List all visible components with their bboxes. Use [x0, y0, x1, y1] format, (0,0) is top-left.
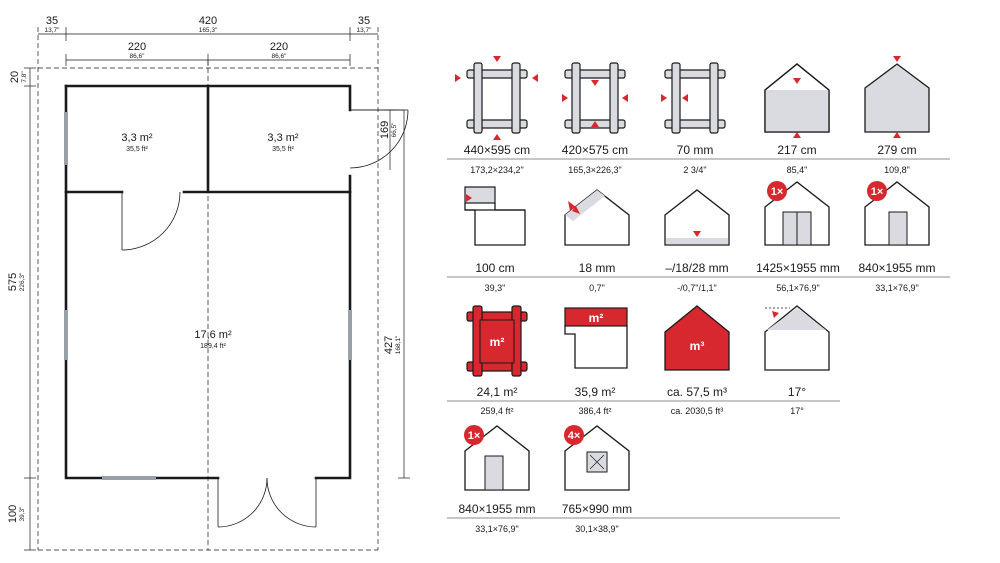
- spec-wall-height: 217 cm: [777, 143, 816, 157]
- roof-pitch-icon: [764, 305, 830, 371]
- spec-roof-area: 35,9 m²: [575, 385, 616, 399]
- spec-window-inch: 30,1×38,9": [575, 524, 618, 534]
- dim-left-middle: 575: [7, 273, 19, 291]
- single-door-icon: 1×: [464, 425, 530, 491]
- spec-outer-dimensions-inch: 173,2×234,2": [470, 165, 524, 175]
- spec-single-door-2-inch: 33,1×76,9": [475, 524, 518, 534]
- spec-ridge-height: 279 cm: [877, 143, 916, 157]
- spec-floor-area-imperial: 259,4 ft²: [480, 406, 513, 416]
- dim-left-bottom-inch: 39,3": [19, 506, 26, 522]
- floor-plan: 35 13,7" 420 165,3" 35 13,7" 220 86,6" 2…: [7, 15, 410, 551]
- inner-footprint-icon: [562, 62, 628, 134]
- dim-right-door-inch: 66,5": [391, 122, 398, 138]
- double-door-badge: 1×: [771, 186, 784, 198]
- dim-top-right: 35: [358, 15, 370, 27]
- spec-double-door-inch: 56,1×76,9": [776, 283, 819, 293]
- spec-roof-overhang-inch: 39,3": [485, 283, 506, 293]
- wall-thickness-icon: [661, 62, 726, 134]
- ridge-height-icon: [864, 56, 930, 138]
- roof-area-label: m²: [589, 311, 604, 325]
- dim-top-left-inch: 13,7": [45, 27, 61, 34]
- dim-room-right: 220: [270, 41, 288, 53]
- spec-roof-thickness-inch: 0,7": [589, 283, 605, 293]
- floor-area-label: m²: [490, 335, 505, 349]
- dim-left-bottom: 100: [7, 505, 19, 523]
- dim-top-left: 35: [46, 15, 58, 27]
- dim-top-right-inch: 13,7": [357, 27, 373, 34]
- dim-right-door: 169: [379, 121, 391, 139]
- spec-wall-thickness: 70 mm: [677, 143, 714, 157]
- window-badge: 4×: [568, 430, 581, 442]
- spec-single-door-inch: 33,1×76,9": [875, 283, 918, 293]
- spec-outer-dimensions: 440×595 cm: [464, 143, 530, 157]
- spec-double-door: 1425×1955 mm: [756, 261, 840, 275]
- spec-inner-dimensions: 420×575 cm: [562, 143, 628, 157]
- dim-room-left-inch: 86,6": [130, 53, 146, 60]
- dim-room-left: 220: [128, 41, 146, 53]
- dim-right-total: 427: [383, 336, 395, 354]
- dim-room-right-inch: 86,6": [272, 53, 288, 60]
- spec-roof-pitch: 17°: [788, 385, 806, 399]
- spec-floor-area: 24,1 m²: [477, 385, 518, 399]
- dim-left-top: 20: [9, 71, 21, 83]
- spec-wall-thickness-inch: 2 3/4": [683, 165, 706, 175]
- floor-thickness-icon: [664, 189, 730, 246]
- spec-inner-dimensions-inch: 165,3×226,3": [568, 165, 622, 175]
- room-1-area-imperial: 35,5 ft²: [126, 146, 148, 153]
- double-door-icon: 1×: [764, 181, 830, 246]
- room-3-area: 17,6 m²: [194, 329, 232, 341]
- spec-volume-imperial: ca. 2030,5 ft³: [671, 406, 724, 416]
- outer-footprint-icon: [455, 56, 538, 140]
- spec-ridge-height-inch: 109,8": [884, 165, 910, 175]
- dim-left-middle-inch: 226,3": [19, 272, 26, 291]
- single-door-badge-2: 1×: [468, 430, 481, 442]
- room-3-area-imperial: 189,4 ft²: [200, 343, 226, 350]
- spec-roof-area-imperial: 386,4 ft²: [578, 406, 611, 416]
- dim-right-total-inch: 168,1": [395, 335, 402, 354]
- window-icon: 4×: [564, 425, 630, 491]
- spec-roof-pitch-alt: 17°: [790, 406, 804, 416]
- spec-single-door-2: 840×1955 mm: [458, 502, 535, 516]
- spec-floor-thickness-inch: -/0,7"/1,1": [677, 283, 716, 293]
- roof-area-icon: m²: [564, 307, 628, 369]
- roof-thickness-icon: [564, 189, 630, 246]
- room-2-area: 3,3 m²: [267, 132, 299, 144]
- spec-roof-overhang: 100 cm: [475, 261, 514, 275]
- spec-window: 765×990 mm: [562, 502, 632, 516]
- wall-height-icon: [764, 63, 830, 138]
- single-door-icon: 1×: [864, 181, 930, 246]
- spec-wall-height-inch: 85,4": [787, 165, 808, 175]
- spec-single-door: 840×1955 mm: [858, 261, 935, 275]
- roof-overhang-icon: [464, 186, 526, 246]
- single-door-badge: 1×: [871, 186, 884, 198]
- spec-roof-thickness: 18 mm: [579, 261, 616, 275]
- floor-area-icon: m²: [466, 305, 528, 377]
- room-2-area-imperial: 35,5 ft²: [272, 146, 294, 153]
- volume-label: m³: [690, 339, 705, 353]
- room-1-area: 3,3 m²: [121, 132, 153, 144]
- dim-top-total: 420: [199, 15, 217, 27]
- spec-volume: ca. 57,5 m³: [667, 385, 727, 399]
- dim-top-total-inch: 165,3": [199, 27, 218, 34]
- volume-icon: m³: [664, 305, 730, 371]
- dim-left-top-inch: 7,8": [21, 71, 28, 83]
- spec-floor-thickness: –/18/28 mm: [665, 261, 728, 275]
